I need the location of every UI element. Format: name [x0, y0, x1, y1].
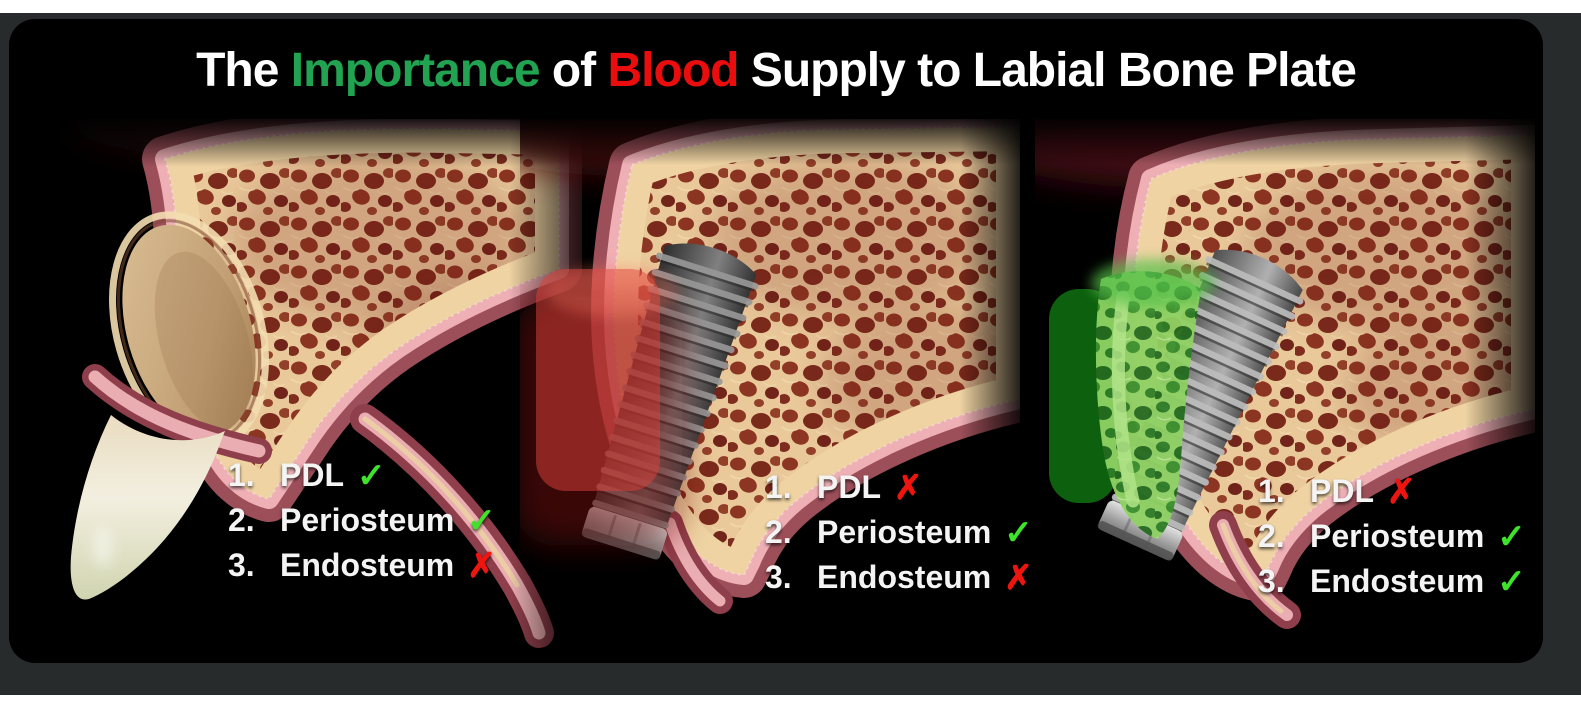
item-number: 1. [765, 469, 792, 505]
illustration-implant-no-graft [520, 119, 1020, 659]
item-label: Endosteum [280, 547, 455, 583]
item-number: 2. [765, 514, 792, 550]
gingival-collar [82, 364, 272, 464]
checklist-implant-with-graft: 1. PDL ✗ 2. Periosteum ✓ 3. Endosteum ✓ [1258, 469, 1526, 604]
list-item-periosteum: 2. Periosteum ✓ [1258, 514, 1526, 559]
cross-icon: ✗ [1004, 558, 1033, 597]
implant-collar [1098, 500, 1183, 561]
palatal-gingiva-drape [1209, 511, 1301, 629]
item-label: Periosteum [280, 502, 455, 538]
item-number: 2. [1258, 518, 1285, 554]
list-item-endosteum: 3. Endosteum ✓ [1258, 559, 1526, 604]
tooth-root [122, 224, 256, 436]
slide-canvas: The Importance of Blood Supply to Labial… [9, 19, 1543, 663]
check-icon: ✓ [357, 456, 386, 495]
item-label: Endosteum [817, 559, 992, 595]
list-item-endosteum: 3. Endosteum ✗ [228, 543, 496, 588]
list-item-pdl: 1. PDL ✓ [228, 453, 496, 498]
illustration-implant-with-graft [1035, 119, 1535, 659]
list-item-endosteum: 3. Endosteum ✗ [765, 555, 1033, 600]
cross-icon: ✗ [467, 546, 496, 585]
tooth [70, 211, 272, 600]
title-segment: of [539, 44, 608, 97]
item-label: Periosteum [1310, 518, 1485, 554]
item-label: PDL [817, 469, 881, 505]
title-segment: The [196, 44, 291, 97]
tooth-crown [70, 415, 225, 600]
title-segment: Supply to Labial Bone Plate [738, 44, 1357, 97]
check-icon: ✓ [1497, 517, 1526, 556]
cross-icon: ✗ [1387, 472, 1416, 511]
item-number: 2. [228, 502, 255, 538]
item-label: PDL [280, 457, 344, 493]
item-label: Periosteum [817, 514, 992, 550]
list-item-periosteum: 2. Periosteum ✓ [228, 498, 496, 543]
check-icon: ✓ [1004, 513, 1033, 552]
list-item-pdl: 1. PDL ✗ [1258, 469, 1526, 514]
item-label: Endosteum [1310, 563, 1485, 599]
blood-supply-overlay-red [520, 265, 682, 545]
item-number: 1. [1258, 473, 1285, 509]
check-icon: ✓ [1497, 562, 1526, 601]
list-item-periosteum: 2. Periosteum ✓ [765, 510, 1033, 555]
slide-title: The Importance of Blood Supply to Labial… [9, 43, 1543, 98]
item-number: 1. [228, 457, 255, 493]
title-segment-blood: Blood [607, 44, 740, 97]
list-item-pdl: 1. PDL ✗ [765, 465, 1033, 510]
presentation-frame: The Importance of Blood Supply to Labial… [0, 13, 1581, 695]
title-segment-importance: Importance [290, 44, 541, 97]
item-label: PDL [1310, 473, 1374, 509]
graft-overlay-green [1049, 259, 1215, 539]
item-number: 3. [1258, 563, 1285, 599]
check-icon: ✓ [467, 501, 496, 540]
cross-icon: ✗ [894, 468, 923, 507]
item-number: 3. [765, 559, 792, 595]
palatal-gingiva-drape [657, 510, 733, 614]
checklist-natural-tooth: 1. PDL ✓ 2. Periosteum ✓ 3. Endosteum ✗ [228, 453, 496, 588]
checklist-implant-no-graft: 1. PDL ✗ 2. Periosteum ✓ 3. Endosteum ✗ [765, 465, 1033, 600]
item-number: 3. [228, 547, 255, 583]
